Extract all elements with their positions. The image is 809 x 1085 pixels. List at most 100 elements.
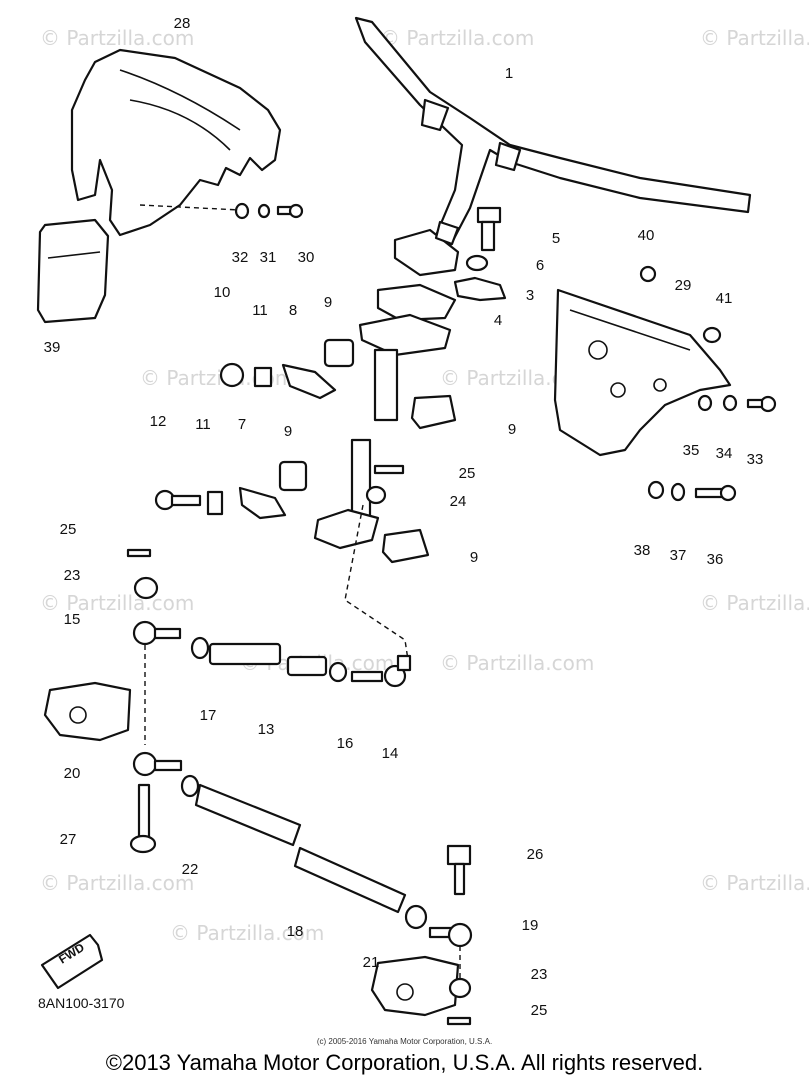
callout-9: 9	[508, 421, 516, 438]
tie-rod-part-13	[208, 642, 328, 677]
callout-33: 33	[747, 451, 764, 468]
callout-11: 11	[252, 302, 268, 319]
screw-part-30	[276, 203, 304, 219]
callout-1: 1	[505, 65, 513, 82]
callout-4: 4	[494, 312, 502, 329]
callout-25: 25	[60, 521, 77, 538]
handlebar-cover-part-28	[70, 48, 282, 237]
bracket-part-7	[238, 486, 287, 520]
fwd-arrow-icon: FWD	[40, 933, 104, 990]
callout-5: 5	[552, 230, 560, 247]
washer-part-31	[257, 203, 271, 219]
nut-part-41	[702, 326, 722, 344]
footer-copyright: ©2013 Yamaha Motor Corporation, U.S.A. A…	[105, 1050, 704, 1075]
grommet-part-40	[639, 265, 657, 283]
callout-23: 23	[64, 567, 81, 584]
diagram-code: 8AN100-3170	[38, 995, 125, 1011]
tie-rod-end-part-14	[350, 654, 412, 688]
callout-36: 36	[707, 551, 724, 568]
knuckle-upper	[43, 681, 132, 742]
callout-32: 32	[232, 249, 249, 266]
callout-27: 27	[60, 831, 77, 848]
knuckle-lower	[370, 955, 460, 1017]
callout-11: 11	[195, 416, 211, 433]
callout-28: 28	[174, 15, 191, 32]
callout-9: 9	[470, 549, 478, 566]
callout-3: 3	[526, 287, 534, 304]
watermark-text: © Partzilla.com	[700, 871, 809, 895]
nut-part-6	[465, 254, 489, 272]
callout-22: 22	[182, 861, 199, 878]
bushing-part-9-lower	[410, 394, 457, 430]
nut-part-17	[190, 636, 210, 660]
tie-rod-end-part-19	[428, 922, 473, 948]
callout-16: 16	[337, 735, 354, 752]
watermark-text: © Partzilla.com	[40, 871, 194, 895]
callout-24: 24	[450, 493, 467, 510]
bolt-part-33	[746, 395, 777, 413]
bolt-part-5	[476, 206, 502, 252]
washer-part-35	[697, 394, 713, 412]
callout-20: 20	[64, 765, 81, 782]
exploded-parts-diagram: © Partzilla.com © Partzilla.com © Partzill…	[36, 15, 809, 1026]
watermark-text: © Partzilla.com	[40, 26, 194, 50]
bushing-part-9-bottom	[381, 528, 430, 564]
washer-part-37	[670, 482, 686, 502]
callout-17: 17	[200, 707, 217, 724]
callout-30: 30	[298, 249, 315, 266]
callout-40: 40	[638, 227, 655, 244]
tie-rod-end-part-20	[132, 751, 183, 777]
callout-7: 7	[238, 416, 246, 433]
bolt-part-27	[129, 783, 157, 854]
handlebar-part-1	[354, 16, 752, 277]
clip-part-11	[253, 366, 273, 388]
callout-9: 9	[284, 423, 292, 440]
bolt-part-36	[694, 484, 737, 502]
watermark-text: © Partzilla.com	[440, 651, 594, 675]
callout-15: 15	[64, 611, 81, 628]
callout-12: 12	[150, 413, 167, 430]
watermark-text: © Partzilla.com	[700, 26, 809, 50]
callout-8: 8	[289, 302, 297, 319]
callout-18: 18	[287, 923, 304, 940]
callout-34: 34	[716, 445, 733, 462]
clamp-part-3	[453, 276, 507, 302]
callout-37: 37	[670, 547, 687, 564]
bracket-part-8	[281, 363, 337, 400]
callout-25: 25	[531, 1002, 548, 1019]
callout-29: 29	[675, 277, 692, 294]
collar-part-10	[219, 362, 245, 388]
pad-part-39	[36, 218, 110, 324]
washer-part-38	[647, 480, 665, 500]
tie-rod-end-part-15	[132, 620, 182, 646]
callout-10: 10	[214, 284, 231, 301]
side-cover-part-29	[553, 288, 732, 457]
watermark-text: © Partzilla.com	[700, 591, 809, 615]
callout-39: 39	[44, 339, 61, 356]
callout-26: 26	[527, 846, 544, 863]
callout-6: 6	[536, 257, 544, 274]
callout-14: 14	[382, 745, 399, 762]
nut-part-22	[180, 774, 200, 798]
callout-35: 35	[683, 442, 700, 459]
nut-part-16	[328, 661, 348, 683]
clip-part-11-lower	[206, 490, 224, 516]
nut-part-24	[365, 485, 387, 505]
screw-part-25-left	[126, 548, 152, 558]
watermark-text: © Partzilla.com	[40, 591, 194, 615]
callout-31: 31	[260, 249, 277, 266]
watermark-text: © Partzilla.com	[170, 921, 324, 945]
steering-column-part-4	[313, 283, 457, 550]
washer-part-34	[722, 394, 738, 412]
bolt-part-26	[446, 844, 472, 896]
callout-38: 38	[634, 542, 651, 559]
tie-rod-part-18	[194, 783, 407, 914]
small-copyright-notice: (c) 2005-2016 Yamaha Motor Corporation, …	[316, 1037, 493, 1046]
bushing-part-9	[323, 338, 355, 368]
bushing-part-9-mid	[278, 460, 308, 492]
bolt-part-12	[154, 489, 202, 511]
callout-25: 25	[459, 465, 476, 482]
screw-part-25-upper	[373, 464, 405, 475]
